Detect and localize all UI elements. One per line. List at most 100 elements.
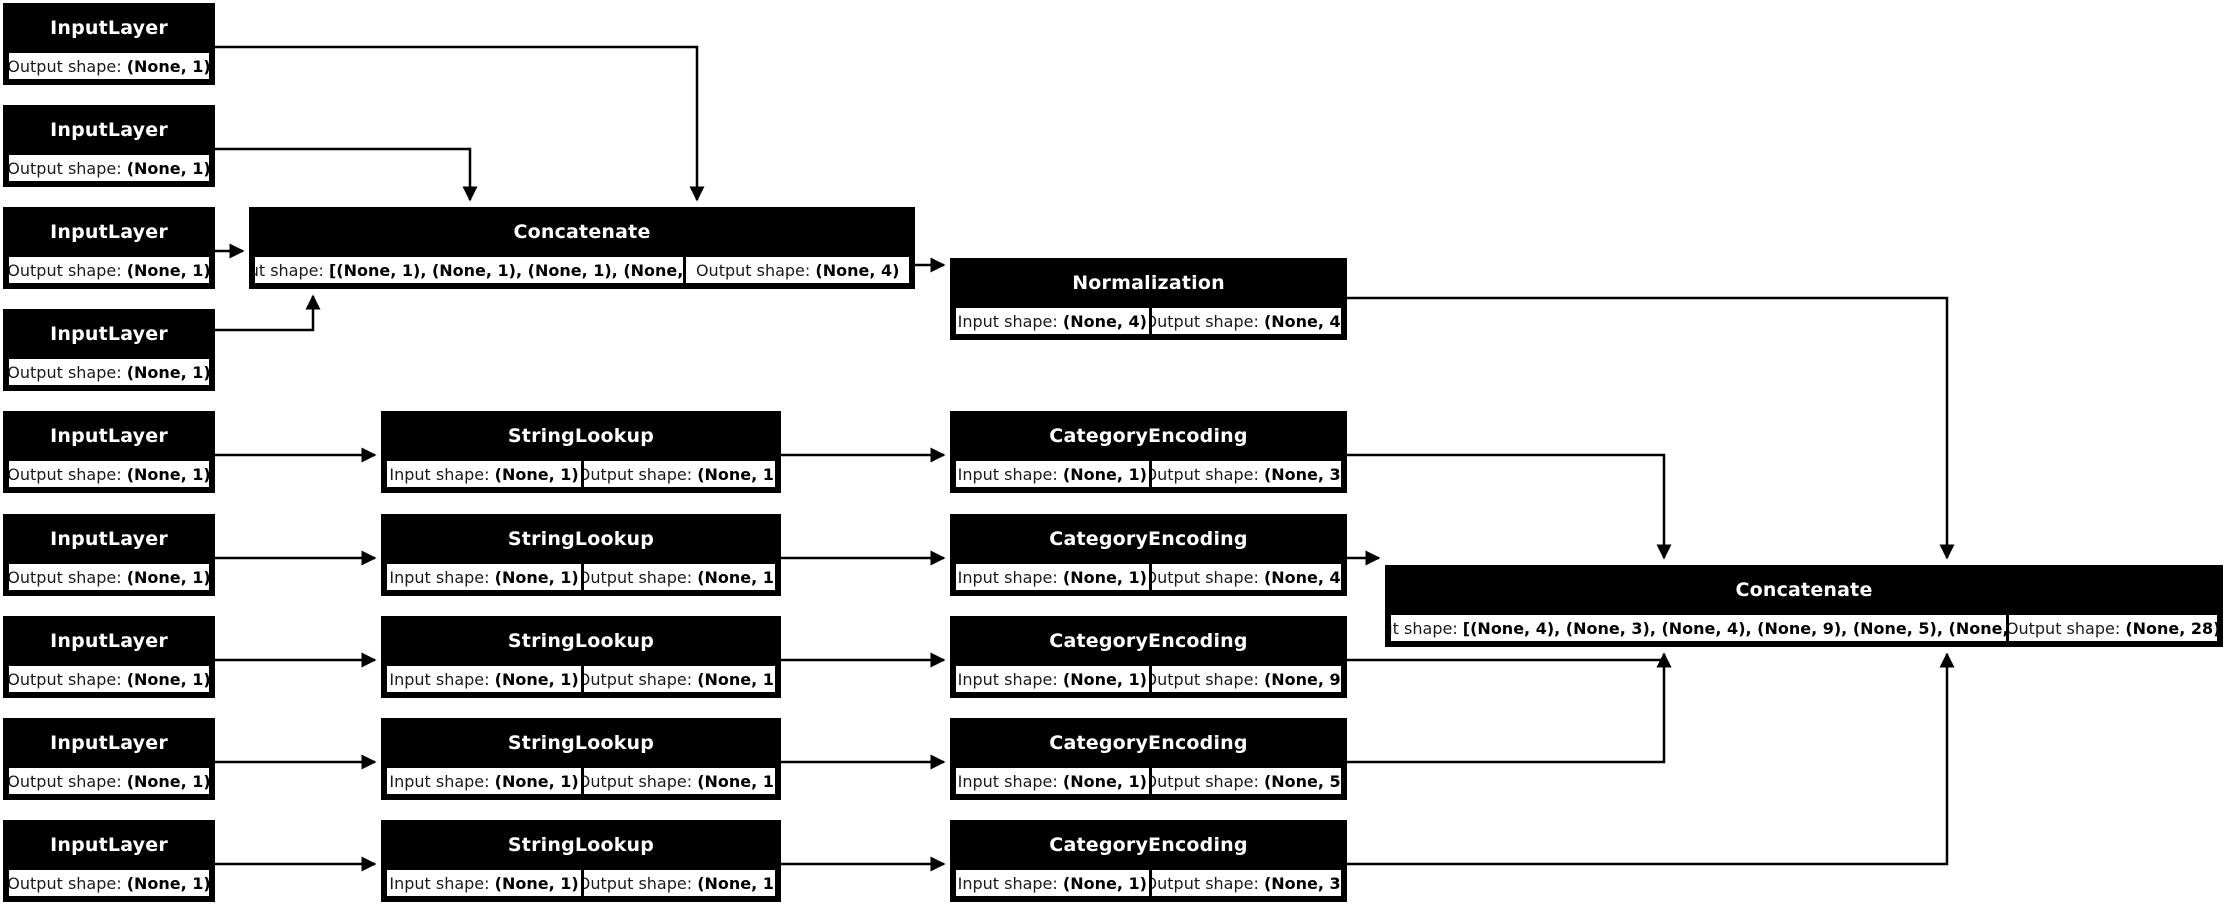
edge-encode_3-to-concat_all bbox=[1347, 652, 1672, 668]
node-title-input_8: InputLayer bbox=[6, 721, 212, 765]
output-shape-lookup_5: Output shape: (None, 1) bbox=[584, 870, 775, 896]
output-shape-encode_2: Output shape: (None, 4) bbox=[1151, 564, 1341, 590]
node-body-input_5: Output shape: (None, 1) bbox=[6, 458, 212, 490]
edge-input_1-to-concat_num bbox=[215, 45, 705, 202]
node-title-lookup_4: StringLookup bbox=[384, 721, 778, 765]
output-shape-concat_num: Output shape: (None, 4) bbox=[686, 257, 909, 283]
node-body-input_6: Output shape: (None, 1) bbox=[6, 561, 212, 593]
output-shape-input_5: Output shape: (None, 1) bbox=[9, 461, 209, 487]
node-title-encode_1: CategoryEncoding bbox=[953, 414, 1344, 458]
output-shape-input_9: Output shape: (None, 1) bbox=[9, 870, 209, 896]
output-shape-input_3: Output shape: (None, 1) bbox=[9, 257, 209, 283]
node-title-concat_all: Concatenate bbox=[1388, 568, 2220, 612]
input-shape-encode_2: Input shape: (None, 1) bbox=[956, 564, 1149, 590]
node-title-encode_2: CategoryEncoding bbox=[953, 517, 1344, 561]
node-body-encode_3: Input shape: (None, 1)Output shape: (Non… bbox=[953, 663, 1344, 695]
input-shape-lookup_5: Input shape: (None, 1) bbox=[387, 870, 581, 896]
edge-input_4-to-concat_num bbox=[215, 294, 321, 332]
output-shape-encode_3: Output shape: (None, 9) bbox=[1151, 666, 1341, 692]
input-shape-lookup_2: Input shape: (None, 1) bbox=[387, 564, 581, 590]
input-shape-encode_5: Input shape: (None, 1) bbox=[956, 870, 1149, 896]
output-shape-input_8: Output shape: (None, 1) bbox=[9, 768, 209, 794]
node-body-input_8: Output shape: (None, 1) bbox=[6, 765, 212, 797]
input-shape-concat_all: Input shape: [(None, 4), (None, 3), (Non… bbox=[1391, 615, 2007, 641]
node-title-lookup_2: StringLookup bbox=[384, 517, 778, 561]
input-shape-lookup_3: Input shape: (None, 1) bbox=[387, 666, 581, 692]
input-shape-encode_4: Input shape: (None, 1) bbox=[956, 768, 1149, 794]
edge-normalization-to-concat_all bbox=[1347, 296, 1955, 560]
node-title-input_7: InputLayer bbox=[6, 619, 212, 663]
node-title-input_3: InputLayer bbox=[6, 210, 212, 254]
node-title-input_4: InputLayer bbox=[6, 312, 212, 356]
edge-encode_1-to-concat_all bbox=[1347, 453, 1672, 560]
node-title-encode_4: CategoryEncoding bbox=[953, 721, 1344, 765]
node-title-encode_5: CategoryEncoding bbox=[953, 823, 1344, 867]
node-body-lookup_5: Input shape: (None, 1)Output shape: (Non… bbox=[384, 867, 778, 899]
output-shape-input_6: Output shape: (None, 1) bbox=[9, 564, 209, 590]
node-body-input_1: Output shape: (None, 1) bbox=[6, 50, 212, 82]
input-shape-concat_num: Input shape: [(None, 1), (None, 1), (Non… bbox=[255, 257, 684, 283]
output-shape-normalization: Output shape: (None, 4) bbox=[1151, 308, 1341, 334]
node-body-input_2: Output shape: (None, 1) bbox=[6, 152, 212, 184]
output-shape-lookup_4: Output shape: (None, 1) bbox=[584, 768, 775, 794]
output-shape-encode_4: Output shape: (None, 5) bbox=[1151, 768, 1341, 794]
node-title-lookup_1: StringLookup bbox=[384, 414, 778, 458]
node-body-input_7: Output shape: (None, 1) bbox=[6, 663, 212, 695]
node-title-lookup_3: StringLookup bbox=[384, 619, 778, 663]
input-shape-encode_1: Input shape: (None, 1) bbox=[956, 461, 1149, 487]
node-body-lookup_2: Input shape: (None, 1)Output shape: (Non… bbox=[384, 561, 778, 593]
output-shape-concat_all: Output shape: (None, 28) bbox=[2009, 615, 2217, 641]
node-title-normalization: Normalization bbox=[953, 261, 1344, 305]
output-shape-input_7: Output shape: (None, 1) bbox=[9, 666, 209, 692]
output-shape-input_4: Output shape: (None, 1) bbox=[9, 359, 209, 385]
node-body-lookup_4: Input shape: (None, 1)Output shape: (Non… bbox=[384, 765, 778, 797]
edge-input_2-to-concat_num bbox=[215, 147, 478, 202]
output-shape-input_1: Output shape: (None, 1) bbox=[9, 53, 209, 79]
node-title-encode_3: CategoryEncoding bbox=[953, 619, 1344, 663]
node-body-encode_1: Input shape: (None, 1)Output shape: (Non… bbox=[953, 458, 1344, 490]
node-body-concat_num: Input shape: [(None, 1), (None, 1), (Non… bbox=[252, 254, 912, 286]
node-body-normalization: Input shape: (None, 4)Output shape: (Non… bbox=[953, 305, 1344, 337]
node-body-lookup_3: Input shape: (None, 1)Output shape: (Non… bbox=[384, 663, 778, 695]
output-shape-encode_5: Output shape: (None, 3) bbox=[1151, 870, 1341, 896]
node-concat_num[interactable]: ConcatenateInput shape: [(None, 1), (Non… bbox=[249, 207, 915, 289]
output-shape-encode_1: Output shape: (None, 3) bbox=[1151, 461, 1341, 487]
node-body-encode_2: Input shape: (None, 1)Output shape: (Non… bbox=[953, 561, 1344, 593]
node-body-lookup_1: Input shape: (None, 1)Output shape: (Non… bbox=[384, 458, 778, 490]
input-shape-lookup_4: Input shape: (None, 1) bbox=[387, 768, 581, 794]
node-title-input_2: InputLayer bbox=[6, 108, 212, 152]
edge-encode_5-to-concat_all bbox=[1347, 652, 1955, 866]
output-shape-lookup_3: Output shape: (None, 1) bbox=[584, 666, 775, 692]
node-body-input_4: Output shape: (None, 1) bbox=[6, 356, 212, 388]
input-shape-normalization: Input shape: (None, 4) bbox=[956, 308, 1149, 334]
node-title-lookup_5: StringLookup bbox=[384, 823, 778, 867]
input-shape-encode_3: Input shape: (None, 1) bbox=[956, 666, 1149, 692]
output-shape-lookup_1: Output shape: (None, 1) bbox=[584, 461, 775, 487]
output-shape-input_2: Output shape: (None, 1) bbox=[9, 155, 209, 181]
node-body-concat_all: Input shape: [(None, 4), (None, 3), (Non… bbox=[1388, 612, 2220, 644]
node-title-input_1: InputLayer bbox=[6, 6, 212, 50]
node-concat_all[interactable]: ConcatenateInput shape: [(None, 4), (Non… bbox=[1385, 565, 2223, 647]
output-shape-lookup_2: Output shape: (None, 1) bbox=[584, 564, 775, 590]
